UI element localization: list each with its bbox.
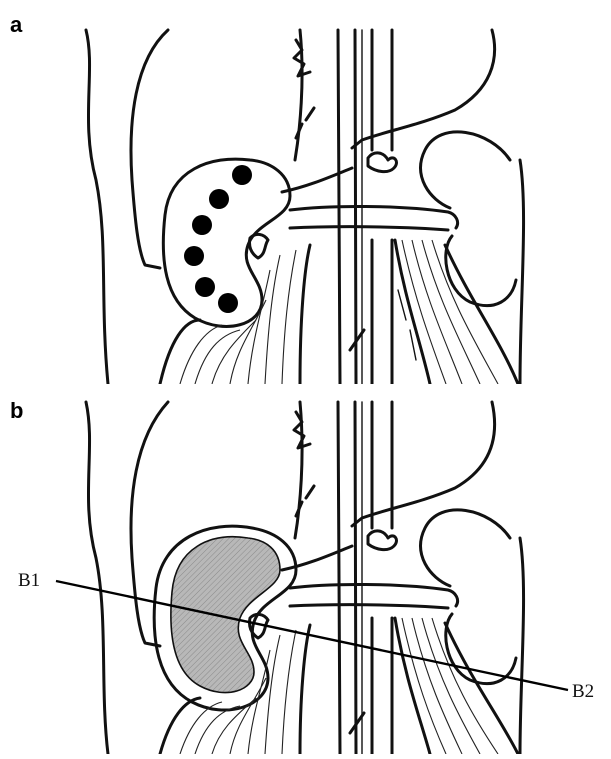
anatomy-illustration-a [0,0,611,388]
lower-vessel-branch [372,240,392,384]
renal-vessel-lower [290,206,458,230]
panel-a: a [0,0,611,388]
right-kidney-outline [421,132,516,306]
calculus-dot [192,215,212,235]
calculus-dot [184,246,204,266]
panel-label-b: b [10,400,23,422]
panel-b: b [0,388,611,754]
node-cluster [368,153,396,172]
liver-outline [131,30,302,268]
renal-vessel-upper [282,546,352,570]
anatomy-illustration-b [0,388,611,754]
renal-vessel-upper [282,168,352,192]
left-psoas-fibers [160,245,310,384]
calculus-dot [209,189,229,209]
section-line-start-label: B1 [18,571,40,590]
node-cluster [368,531,396,550]
body-wall-outline [86,30,108,384]
panel-label-a: a [10,14,22,36]
renal-vessel-lower [290,584,458,608]
calculus-dot [232,165,252,185]
aorta-outline [338,402,356,754]
section-line-b1-b2 [56,581,568,690]
right-psoas-fibers [395,240,518,384]
right-psoas-fibers [395,618,518,754]
calculus-dot [218,293,238,313]
lower-vessel-branch [372,618,392,754]
body-wall-outline [86,402,108,754]
right-edge-outline [520,538,524,754]
right-edge-outline [520,160,524,384]
right-kidney-outline [421,510,516,684]
section-line-end-label: B2 [572,682,594,701]
calculus-dot [195,277,215,297]
